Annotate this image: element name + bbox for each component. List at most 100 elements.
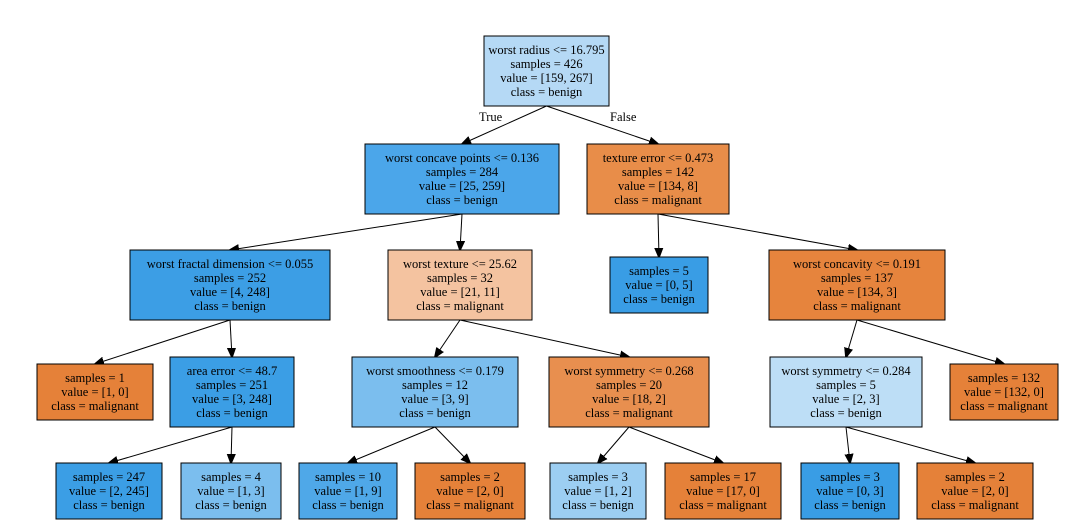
node-text-line: class = malignant (585, 406, 673, 420)
node-text-line: samples = 3 (820, 470, 880, 484)
node-text-line: class = benign (426, 193, 498, 207)
node-text-line: samples = 251 (196, 378, 268, 392)
node-text-line: samples = 12 (402, 378, 468, 392)
node-text-line: samples = 20 (596, 378, 662, 392)
node-text-line: value = [2, 3] (812, 392, 879, 406)
node-text-line: value = [0, 5] (625, 278, 692, 292)
node-text-line: value = [25, 259] (419, 179, 505, 193)
edge-n3-n8 (230, 319, 232, 357)
node-box (169, 356, 295, 428)
node-box (36, 363, 154, 421)
node-box (916, 462, 1034, 520)
node-box (769, 356, 923, 428)
edge-n4-n10 (459, 319, 629, 357)
node-box (768, 249, 946, 321)
node-text-line: class = benign (399, 406, 471, 420)
node-text-line: class = benign (196, 406, 268, 420)
node-box (298, 462, 398, 520)
node-box (949, 363, 1059, 421)
edge-n3-n7 (95, 319, 231, 364)
node-text-line: samples = 17 (690, 470, 756, 484)
node-text-line: worst symmetry <= 0.268 (564, 364, 693, 378)
node-box (800, 462, 900, 520)
edge-n2-n5 (658, 213, 659, 257)
node-text-line: samples = 10 (315, 470, 381, 484)
edge-n4-n9 (435, 319, 461, 357)
node-text-line: class = malignant (426, 498, 514, 512)
node-box (129, 249, 331, 321)
node-text-line: class = malignant (960, 399, 1048, 413)
node-text-line: samples = 284 (426, 165, 499, 179)
edge-n0-n2 (546, 105, 659, 144)
edge-n2-n6 (657, 213, 857, 250)
node-text-line: class = benign (814, 498, 886, 512)
node-text-line: value = [1, 9] (314, 484, 381, 498)
node-text-line: value = [0, 3] (816, 484, 883, 498)
node-text-line: samples = 2 (945, 470, 1005, 484)
node-text-line: class = benign (810, 406, 882, 420)
node-text-line: samples = 5 (629, 264, 689, 278)
edge-n10-n18 (628, 426, 723, 463)
node-text-line: value = [159, 267] (500, 71, 592, 85)
node-text-line: class = malignant (931, 498, 1019, 512)
node-text-line: class = malignant (51, 399, 139, 413)
node-text-line: value = [3, 9] (401, 392, 468, 406)
edge-n10-n17 (598, 426, 630, 463)
node-text-line: class = malignant (614, 193, 702, 207)
node-text-line: value = [2, 0] (436, 484, 503, 498)
node-text-line: value = [4, 248] (190, 285, 270, 299)
edges-layer (95, 105, 1004, 463)
node-text-line: texture error <= 0.473 (603, 151, 714, 165)
node-text-line: value = [3, 248] (192, 392, 272, 406)
node-text-line: value = [17, 0] (686, 484, 760, 498)
node-box (55, 462, 163, 520)
node-text-line: samples = 247 (73, 470, 145, 484)
node-text-line: worst fractal dimension <= 0.055 (147, 257, 314, 271)
node-box (548, 356, 710, 428)
node-text-line: samples = 1 (65, 371, 125, 385)
node-text-line: samples = 142 (622, 165, 694, 179)
edge-n11-n19 (846, 426, 850, 463)
node-text-line: value = [134, 3] (817, 285, 897, 299)
true-edge-label: True (479, 110, 503, 124)
node-box (483, 35, 610, 107)
node-text-line: samples = 2 (440, 470, 500, 484)
node-text-line: class = benign (562, 498, 634, 512)
node-text-line: samples = 132 (968, 371, 1040, 385)
node-text-line: samples = 5 (816, 378, 876, 392)
node-text-line: class = benign (511, 85, 583, 99)
edge-n1-n3 (230, 213, 463, 250)
node-text-line: value = [134, 8] (618, 179, 698, 193)
node-text-line: value = [1, 0] (61, 385, 128, 399)
node-text-line: worst concave points <= 0.136 (385, 151, 539, 165)
node-text-line: class = benign (195, 498, 267, 512)
node-box (414, 462, 526, 520)
node-text-line: samples = 3 (568, 470, 628, 484)
node-text-line: worst smoothness <= 0.179 (366, 364, 504, 378)
node-text-line: worst symmetry <= 0.284 (781, 364, 911, 378)
edge-n9-n15 (348, 426, 436, 463)
node-text-line: area error <= 48.7 (187, 364, 277, 378)
node-box (364, 143, 560, 215)
node-text-line: worst radius <= 16.795 (488, 43, 604, 57)
node-text-line: class = malignant (679, 498, 767, 512)
node-text-line: value = [2, 245] (69, 484, 149, 498)
node-text-line: value = [2, 0] (941, 484, 1008, 498)
node-text-line: samples = 137 (821, 271, 893, 285)
edge-n8-n14 (231, 426, 232, 463)
